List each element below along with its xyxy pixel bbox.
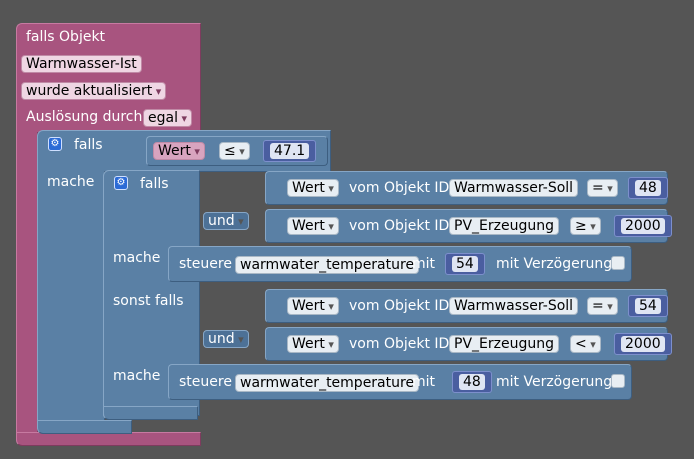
branch1-cond1-number-block[interactable]: 48 <box>628 177 668 199</box>
branch2-control-target-field[interactable]: warmwater_temperature <box>235 374 420 392</box>
branch1-and-dropdown[interactable]: und <box>203 212 249 230</box>
gear-icon[interactable]: ⚙ <box>114 176 128 190</box>
branch2-control-number-value[interactable]: 48 <box>459 374 485 390</box>
branch2-cond1-number-block[interactable]: 54 <box>628 295 668 317</box>
branch1-cond2-number-value[interactable]: 2000 <box>621 218 665 234</box>
trigger-title: falls Objekt <box>26 29 106 45</box>
branch1-cond2-operator-dropdown[interactable]: ≥ <box>570 217 601 235</box>
branch2-cond2-of-label: vom Objekt ID <box>349 336 450 352</box>
branch2-cond2-object-field[interactable]: PV_Erzeugung <box>449 335 559 353</box>
trigger-mode-dropdown[interactable]: egal <box>143 109 192 127</box>
branch1-control-target-field[interactable]: warmwater_temperature <box>235 256 420 274</box>
branch2-cond2-operator-dropdown[interactable]: < <box>570 335 601 353</box>
branch2-cond2-number-block[interactable]: 2000 <box>614 333 672 355</box>
branch2-control-number-block[interactable]: 48 <box>452 371 492 393</box>
trigger-block-footer <box>16 432 201 446</box>
branch1-cond1-number-value[interactable]: 48 <box>635 180 661 196</box>
branch1-cond2-number-block[interactable]: 2000 <box>614 215 672 237</box>
branch1-cond1-attr-dropdown[interactable]: Wert <box>287 179 339 197</box>
outer-if-spine <box>37 171 105 428</box>
branch1-control-label: steuere <box>179 256 232 272</box>
inner-if-label: falls <box>140 176 169 192</box>
branch1-do-label: mache <box>113 250 161 266</box>
branch2-cond1-attr-dropdown[interactable]: Wert <box>287 297 339 315</box>
branch2-cond1-number-value[interactable]: 54 <box>635 298 661 314</box>
outer-operator-dropdown[interactable]: ≤ <box>219 142 250 160</box>
outer-value-dropdown[interactable]: Wert <box>153 142 205 160</box>
branch1-cond1-operator-dropdown[interactable]: = <box>587 179 618 197</box>
branch1-control-number-value[interactable]: 54 <box>452 256 478 272</box>
branch2-do-label: mache <box>113 368 161 384</box>
trigger-object-field[interactable]: Warmwasser-Ist <box>21 55 142 73</box>
branch1-control-with-label: mit <box>412 256 436 272</box>
outer-number-value[interactable]: 47.1 <box>270 143 310 159</box>
inner-if-footer <box>103 406 198 420</box>
branch1-delay-label: mit Verzögerung <box>496 256 613 272</box>
gear-icon[interactable]: ⚙ <box>48 137 62 151</box>
branch2-cond1-object-field[interactable]: Warmwasser-Soll <box>449 297 579 315</box>
trigger-mode-label: Auslösung durch <box>26 109 143 125</box>
branch1-delay-checkbox[interactable] <box>611 256 625 270</box>
branch2-cond2-attr-dropdown[interactable]: Wert <box>287 335 339 353</box>
outer-if-footer <box>37 420 132 434</box>
branch2-cond2-number-value[interactable]: 2000 <box>621 336 665 352</box>
elseif-label: sonst falls <box>113 293 184 309</box>
branch2-cond1-of-label: vom Objekt ID <box>349 298 450 314</box>
branch1-control-number-block[interactable]: 54 <box>445 253 485 275</box>
trigger-event-dropdown[interactable]: wurde aktualisiert <box>21 82 167 100</box>
branch2-control-with-label: mit <box>412 374 436 390</box>
branch1-cond1-object-field[interactable]: Warmwasser-Soll <box>449 179 579 197</box>
branch2-cond1-operator-dropdown[interactable]: = <box>587 297 618 315</box>
branch1-cond2-attr-dropdown[interactable]: Wert <box>287 217 339 235</box>
branch2-delay-checkbox[interactable] <box>611 374 625 388</box>
branch1-cond1-of-label: vom Objekt ID <box>349 180 450 196</box>
outer-number-block[interactable]: 47.1 <box>263 140 317 162</box>
branch2-delay-label: mit Verzögerung <box>496 374 613 390</box>
branch2-and-dropdown[interactable]: und <box>203 330 249 348</box>
branch1-cond2-of-label: vom Objekt ID <box>349 218 450 234</box>
outer-if-label: falls <box>74 137 103 153</box>
branch1-cond2-object-field[interactable]: PV_Erzeugung <box>449 217 559 235</box>
outer-do-label: mache <box>47 174 95 190</box>
trigger-block-spine <box>16 132 38 434</box>
branch2-control-label: steuere <box>179 374 232 390</box>
